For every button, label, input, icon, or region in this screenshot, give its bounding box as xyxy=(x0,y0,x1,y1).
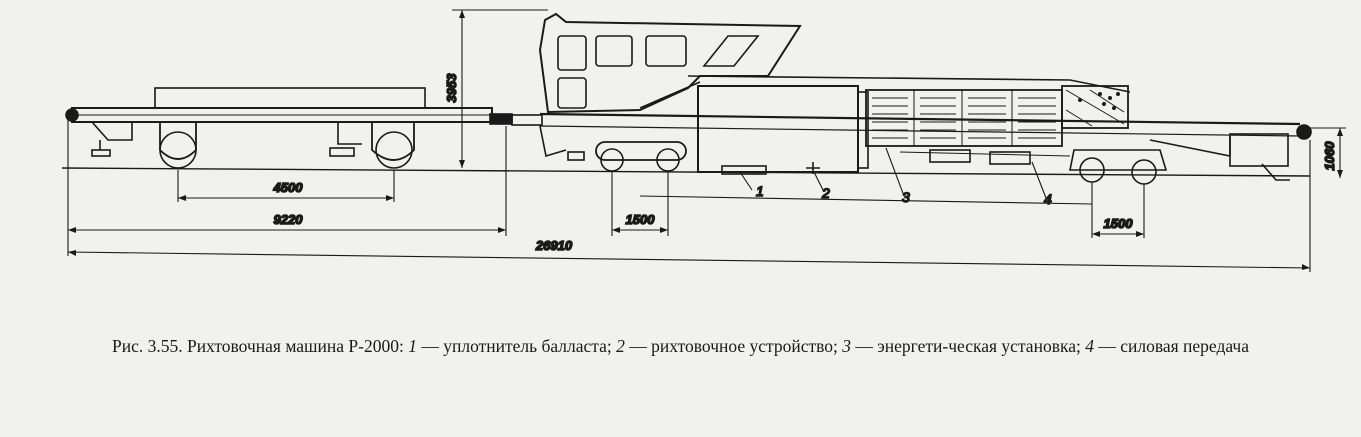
caption-num-1: 1 xyxy=(408,336,417,356)
caption-num-4: 4 xyxy=(1085,336,1094,356)
caption-item-2: — рихтовочное устройство; xyxy=(624,336,843,356)
caption-item-1: — уплотнитель балласта; xyxy=(416,336,617,356)
callout-3: 3 xyxy=(902,189,910,205)
dimension-arrows xyxy=(68,10,1343,270)
caption-num-3: 3 xyxy=(842,336,852,356)
callout-4: 4 xyxy=(1044,191,1052,207)
callout-1: 1 xyxy=(756,183,764,199)
dim-trailer-coupler: 9220 xyxy=(274,212,304,227)
rail-line xyxy=(61,167,1311,177)
dim-height-total: 3953 xyxy=(444,73,459,103)
dim-bogie-rear: 1500 xyxy=(1104,216,1134,231)
dimension-lines xyxy=(67,9,1346,272)
dim-bogie-front: 1500 xyxy=(626,212,656,227)
dim-trailer-base: 4500 xyxy=(273,180,304,195)
dim-overall-length: 26910 xyxy=(535,238,573,253)
figure-caption: Рис. 3.55. Рихтовочная машина Р-2000: 1 … xyxy=(40,334,1321,359)
callout-2: 2 xyxy=(821,185,830,201)
main-machine xyxy=(511,12,1312,185)
caption-num-2: 2 xyxy=(616,336,625,356)
technical-drawing: 3953 1060 4500 9220 1500 1500 26910 1 2 … xyxy=(61,9,1346,272)
dim-height-buffer: 1060 xyxy=(1322,141,1337,171)
caption-item-4: — силовая передача xyxy=(1093,336,1250,356)
caption-prefix: Рис. 3.55. Рихтовочная машина Р-2000: xyxy=(111,336,409,356)
trailer-platform xyxy=(65,87,513,169)
machine-drawing: 3953 1060 4500 9220 1500 1500 26910 1 2 … xyxy=(61,9,1346,272)
caption-item-3: — энергети-ческая установка; xyxy=(851,336,1086,356)
